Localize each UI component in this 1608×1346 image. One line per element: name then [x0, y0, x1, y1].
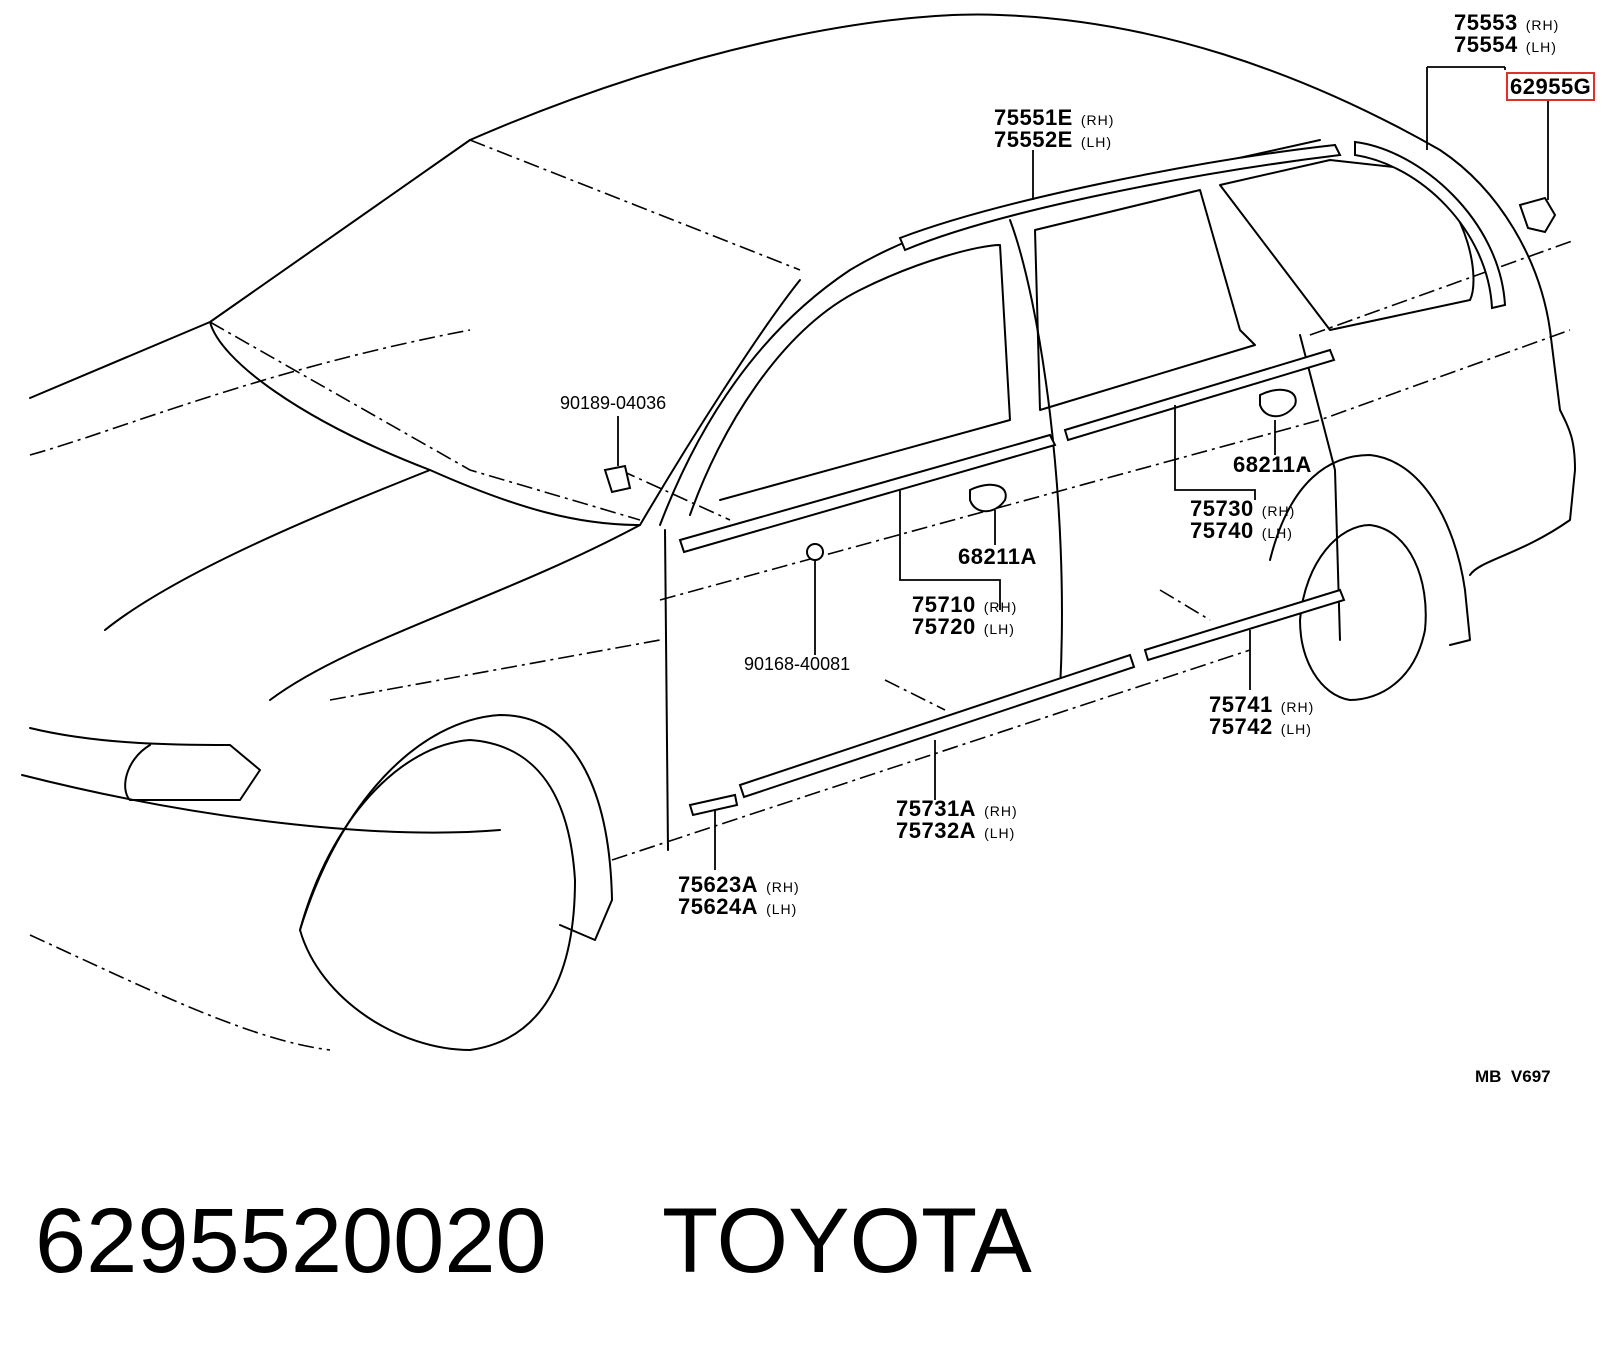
clip-leader-2	[1309, 239, 1576, 336]
label-75623a: 75623A (RH)	[678, 874, 800, 896]
label-75710: 75710 (RH)	[912, 594, 1017, 616]
rear-roof-molding	[1354, 140, 1507, 310]
clip-leader-1	[619, 469, 731, 521]
front-wheel-arch	[299, 714, 613, 941]
label-90168-40081: 90168-40081	[744, 654, 851, 674]
part-number: 75742	[1209, 714, 1273, 739]
part-number: 75741	[1209, 692, 1273, 717]
front-belt-molding	[678, 433, 1057, 554]
hood-line	[104, 469, 641, 701]
side-rh: (RH)	[984, 803, 1018, 819]
part-number: 75553	[1454, 10, 1518, 35]
leader-75710	[899, 490, 1001, 610]
front-wheel	[299, 739, 576, 1051]
label-75551e: 75551E (RH)	[994, 107, 1114, 129]
part-number: 75554	[1454, 32, 1518, 57]
side-rh: (RH)	[1080, 112, 1115, 128]
roof-drip-molding	[898, 143, 1342, 252]
clip-68211a-left	[969, 483, 1007, 513]
side-rh: (RH)	[1261, 503, 1296, 519]
part-number: 75624A	[678, 894, 759, 919]
label-75554: 75554 (LH)	[1454, 34, 1557, 56]
side-lh: (LH)	[1280, 721, 1312, 737]
rear-belt-molding	[1063, 348, 1336, 442]
label-75732a: 75732A (LH)	[896, 820, 1015, 842]
part-number: 75720	[912, 614, 976, 639]
label-75720: 75720 (LH)	[912, 616, 1015, 638]
clip-68211a-right	[1259, 388, 1297, 418]
front-door-protector	[738, 653, 1136, 799]
side-lh: (LH)	[983, 621, 1015, 637]
part-number: 75710	[912, 592, 976, 617]
rear-door-protector	[1143, 588, 1346, 662]
leader-75553	[1426, 66, 1506, 150]
footer-brand: TOYOTA	[662, 1190, 1032, 1292]
label-90189-04036: 90189-04036	[560, 393, 667, 413]
side-lh: (LH)	[1261, 525, 1293, 541]
label-75742: 75742 (LH)	[1209, 716, 1312, 738]
body-side-line	[329, 329, 1571, 701]
roof-edge	[209, 139, 801, 521]
side-lh: (LH)	[766, 901, 798, 917]
label-75741: 75741 (RH)	[1209, 694, 1314, 716]
footer-part-number: 6295520020	[35, 1190, 547, 1292]
a-pillar	[659, 139, 1321, 526]
diagram-code: MB V697	[1475, 1068, 1551, 1085]
diagram-code-b: V697	[1510, 1067, 1551, 1086]
side-rh: (RH)	[766, 879, 800, 895]
rear-door-window	[1034, 189, 1256, 411]
hood-crease	[29, 329, 471, 456]
side-lh: (LH)	[1525, 39, 1557, 55]
label-75552e: 75552E (LH)	[994, 129, 1112, 151]
part-number: 75731A	[896, 796, 977, 821]
rear-wheel-arch	[1269, 454, 1471, 646]
part-number: 75730	[1190, 496, 1254, 521]
side-lh: (LH)	[984, 825, 1016, 841]
label-75731a: 75731A (RH)	[896, 798, 1018, 820]
part-number: 75551E	[994, 105, 1073, 130]
clip-90189	[603, 464, 632, 494]
label-62955g: 62955G	[1506, 72, 1596, 101]
clip-62955g	[1518, 196, 1557, 234]
label-75730: 75730 (RH)	[1190, 498, 1295, 520]
rear-wheel	[1299, 524, 1427, 701]
car-outline-roof	[469, 13, 1576, 576]
front-fascia	[21, 727, 501, 834]
screw-90168	[806, 543, 824, 561]
side-lh: (LH)	[1080, 134, 1113, 150]
part-number: 75623A	[678, 872, 759, 897]
part-number: 75732A	[896, 818, 977, 843]
door-cut-lines	[664, 219, 1341, 851]
side-rh: (RH)	[1525, 17, 1560, 33]
windshield-frame	[209, 279, 801, 526]
side-rh: (RH)	[983, 599, 1018, 615]
part-number: 75740	[1190, 518, 1254, 543]
lower-body	[29, 649, 1251, 1051]
highlighted-part-number: 62955G	[1506, 72, 1596, 101]
label-75740: 75740 (LH)	[1190, 520, 1293, 542]
side-rh: (RH)	[1280, 699, 1315, 715]
part-number: 75552E	[994, 127, 1073, 152]
front-door-window	[689, 244, 1011, 516]
fender-protector	[688, 793, 739, 817]
car-outline-roofline	[29, 139, 471, 399]
label-68211a-left: 68211A	[958, 544, 1037, 569]
label-75624a: 75624A (LH)	[678, 896, 797, 918]
diagram-code-a: MB	[1475, 1067, 1502, 1086]
label-68211a-right: 68211A	[1233, 452, 1312, 477]
lower-leader	[884, 589, 1211, 711]
label-75553: 75553 (RH)	[1454, 12, 1559, 34]
leader-75730	[1174, 405, 1256, 500]
